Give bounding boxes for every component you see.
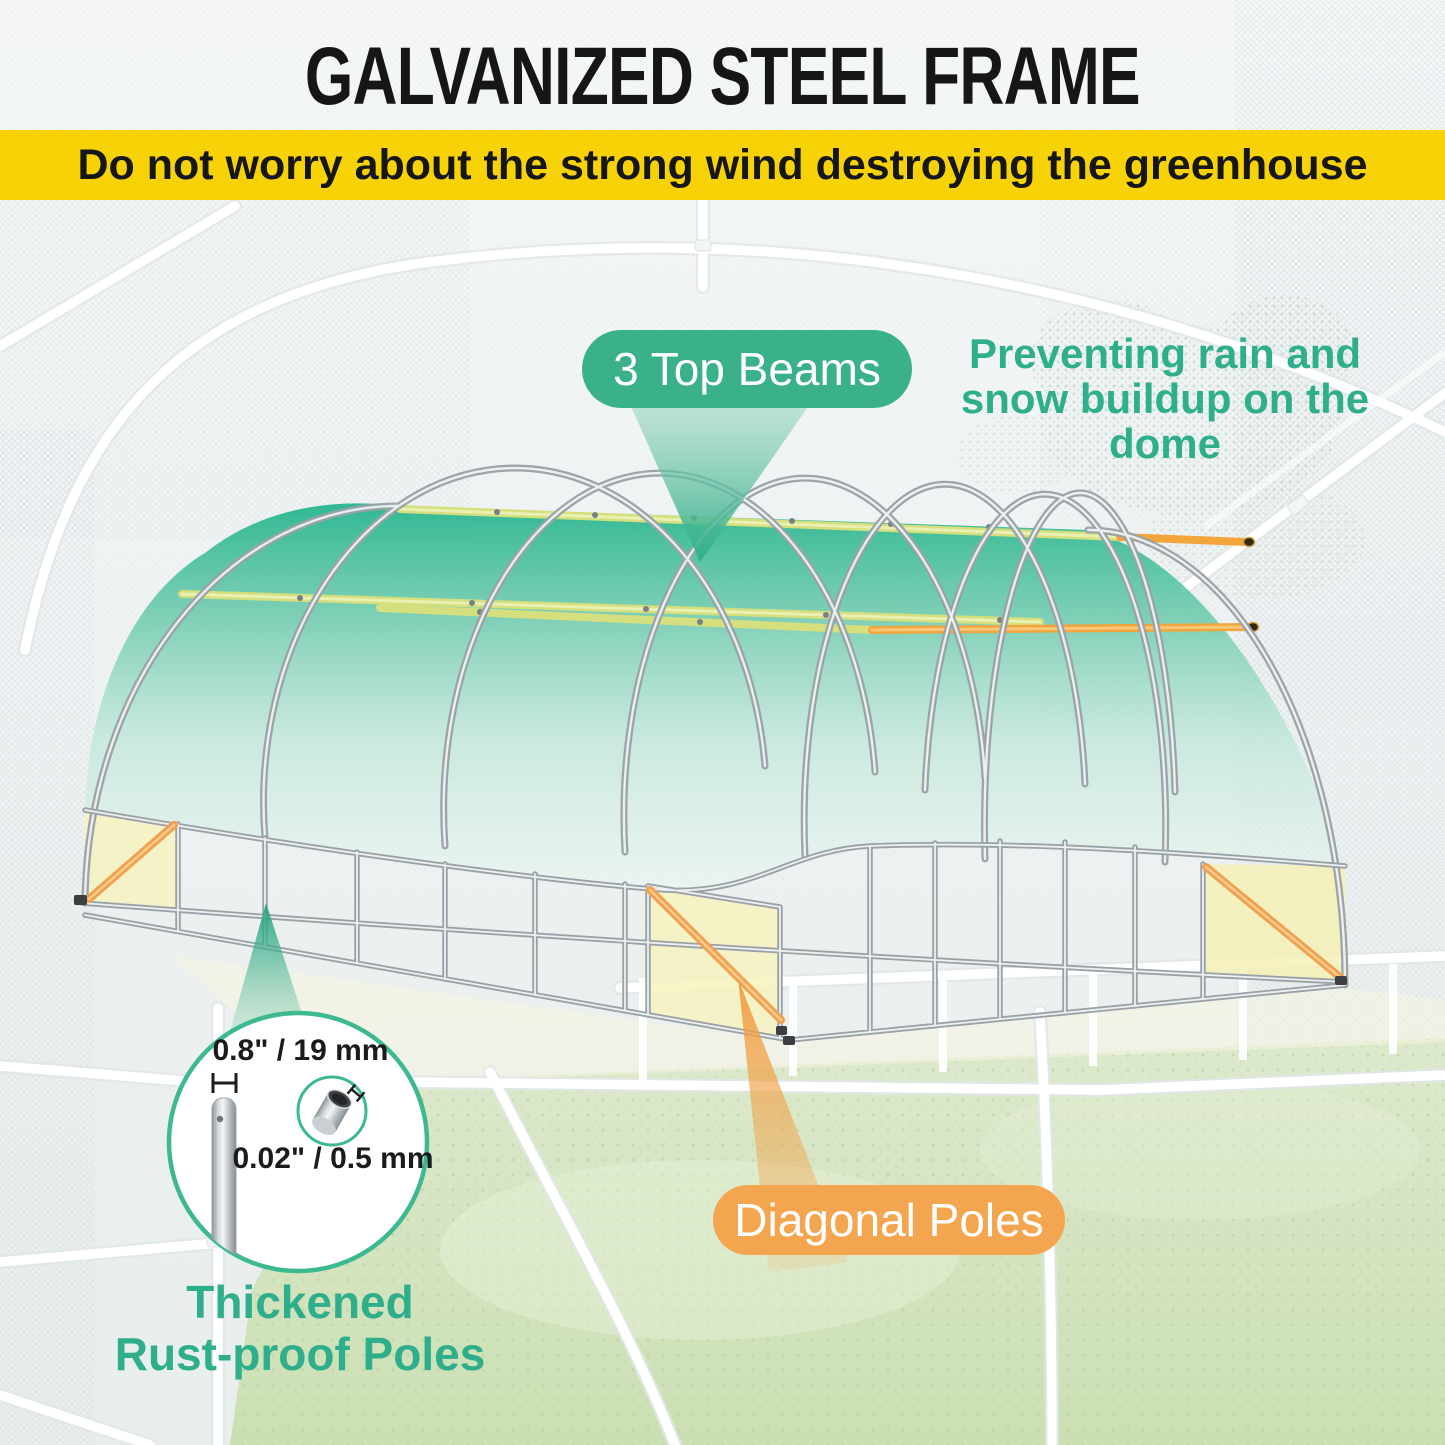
pole-wall-thickness: 0.02" / 0.5 mm	[232, 1142, 434, 1175]
diameter-mark-icon	[211, 1073, 238, 1093]
top-beams	[178, 505, 1260, 634]
page-title-wrap: GALVANIZED STEEL FRAME	[0, 30, 1445, 124]
pole-outer-diameter: 0.8" / 19 mm	[212, 1034, 389, 1067]
rain-note-line2: snow buildup on the dome	[960, 374, 1370, 467]
frame-rails-posts	[79, 807, 1348, 1043]
thickness-mark-icon	[346, 1083, 366, 1103]
top-beams-label: 3 Top Beams	[613, 343, 881, 395]
top-beams-pointer-icon	[630, 404, 810, 562]
banner: Do not worry about the strong wind destr…	[0, 130, 1445, 200]
page-title: GALVANIZED STEEL FRAME	[304, 31, 1141, 122]
frame-end-caps	[74, 895, 1347, 1045]
diagonal-poles-badge: Diagonal Poles	[713, 1185, 1065, 1255]
thickened-poles-note: Thickened Rust-proof Poles	[88, 1276, 512, 1381]
pole-detail-inset	[166, 1010, 430, 1274]
pole-graphic	[211, 1097, 237, 1271]
rain-note-line1: Preventing rain and	[968, 330, 1362, 377]
rain-note: Preventing rain and snow buildup on the …	[905, 330, 1425, 467]
greenhouse-illustration	[74, 464, 1349, 1045]
top-beams-badge: 3 Top Beams	[582, 330, 912, 408]
thickened-poles-line2: Rust-proof Poles	[114, 1328, 486, 1381]
banner-text: Do not worry about the strong wind destr…	[77, 140, 1368, 189]
diagonal-poles-label: Diagonal Poles	[734, 1194, 1044, 1246]
steel-hoops	[81, 464, 1349, 989]
outer-greenhouse-frame	[0, 192, 1445, 1445]
diagonal-poles	[85, 821, 1345, 1024]
tube-graphic	[312, 1089, 353, 1136]
thickened-poles-line1: Thickened	[186, 1276, 414, 1328]
